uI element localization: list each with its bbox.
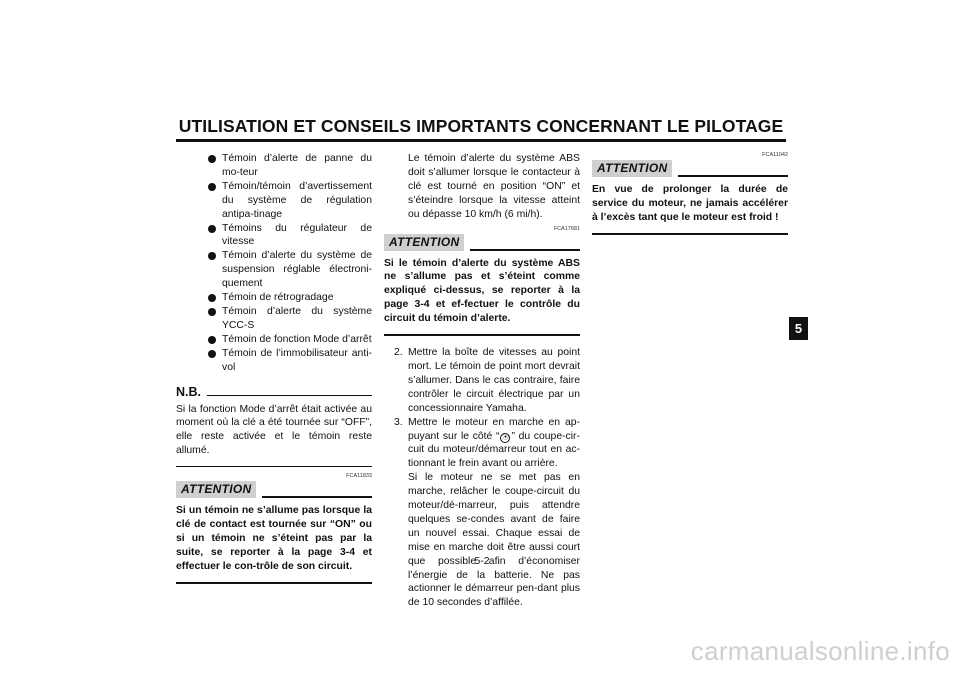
page-number: 5-2	[474, 556, 490, 567]
attention-label: ATTENTION	[384, 233, 465, 251]
list-item: Témoin de rétrogradage	[176, 291, 372, 305]
reference-code: FCA11042	[762, 152, 788, 158]
bullet-icon	[208, 349, 216, 358]
attention-label: ATTENTION	[176, 481, 257, 499]
step-text: ” du coupe-cir-cuit du moteur/démarreur …	[408, 430, 580, 470]
bullet-icon	[208, 252, 216, 261]
page-title: UTILISATION ET CONSEILS IMPORTANTS CONCE…	[178, 116, 784, 136]
bullet-icon	[208, 182, 216, 191]
attention-block: FCA17681 ATTENTION Si le témoin d’alerte…	[384, 226, 580, 337]
attention-block: FCA11042 ATTENTION En vue de prolonger l…	[592, 152, 788, 235]
reference-code: FCA11833	[346, 473, 372, 480]
attention-text: Si le témoin d’alerte du système ABS ne …	[384, 257, 580, 325]
step-list: 2. Mettre la boîte de vitesses au point …	[384, 346, 580, 610]
attention-end-rule	[592, 232, 788, 235]
note-rule	[207, 394, 372, 396]
list-item: Témoin d’alerte du système YCC-S	[176, 305, 372, 333]
list-item: Témoin d’alerte de panne du mo-teur	[176, 152, 372, 180]
attention-text: En vue de prolonger la durée de service …	[592, 184, 788, 223]
chapter-tab: 5	[789, 317, 808, 340]
list-item: Témoins du régulateur de vitesse	[176, 222, 372, 250]
header-rule	[176, 139, 786, 142]
step-number: 3.	[394, 416, 403, 428]
column-left: Témoin d’alerte de panne du mo-teur Témo…	[176, 152, 372, 584]
indicator-list: Témoin d’alerte de panne du mo-teur Témo…	[176, 152, 372, 375]
step-text: Mettre le moteur en marche en ap-puyant …	[408, 416, 580, 442]
step-subtext: Si le moteur ne se met pas en marche, re…	[408, 472, 580, 609]
note-text: Si la fonction Mode d’arrêt était activé…	[176, 403, 372, 457]
note-block: N.B. Si la fonction Mode d’arrêt était a…	[176, 385, 372, 468]
page-header: UTILISATION ET CONSEILS IMPORTANTS CONCE…	[176, 116, 786, 142]
list-item: Témoin/témoin d’avertissement du système…	[176, 180, 372, 222]
watermark: carmanualsonline.info	[690, 636, 950, 666]
attention-rule	[678, 175, 788, 177]
attention-label: ATTENTION	[592, 160, 673, 177]
list-item: 3. Mettre le moteur en marche en ap-puya…	[384, 416, 580, 611]
list-item: Témoin de l’immobilisateur anti-vol	[176, 347, 372, 375]
list-item: 2. Mettre la boîte de vitesses au point …	[384, 346, 580, 416]
bullet-icon	[208, 224, 216, 233]
step-text: Mettre la boîte de vitesses au point mor…	[408, 347, 580, 414]
list-item: Témoin d’alerte du système de suspension…	[176, 249, 372, 291]
attention-end-rule	[176, 581, 372, 584]
attention-end-rule	[384, 334, 580, 337]
reference-code: FCA17681	[553, 225, 580, 232]
step-number: 2.	[394, 347, 403, 359]
start-switch-icon: ⦿	[500, 432, 511, 443]
bullet-icon	[208, 294, 216, 303]
bullet-icon	[208, 307, 216, 316]
attention-rule	[470, 248, 580, 251]
note-label: N.B.	[176, 384, 201, 399]
column-middle: Le témoin d’alerte du système ABS doit s…	[384, 152, 580, 610]
attention-rule	[262, 496, 372, 499]
abs-intro-text: Le témoin d’alerte du système ABS doit s…	[408, 153, 580, 220]
attention-block: FCA11833 ATTENTION Si un témoin ne s’all…	[176, 473, 372, 584]
attention-text: Si un témoin ne s’allume pas lorsque la …	[176, 505, 372, 572]
note-end-rule	[176, 466, 372, 468]
column-right: FCA11042 ATTENTION En vue de prolonger l…	[592, 152, 788, 235]
bullet-icon	[208, 335, 216, 344]
list-item: Témoin de fonction Mode d’arrêt	[176, 333, 372, 347]
bullet-icon	[208, 155, 216, 163]
